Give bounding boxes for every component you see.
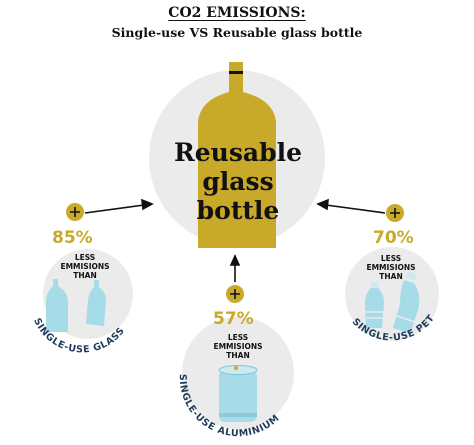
chart-title: CO2 EMISSIONS: (168, 5, 306, 21)
aluminium-percent: 57% (213, 309, 254, 329)
center-label-line: Reusable (173, 138, 302, 167)
center-label: Reusable glass bottle (158, 138, 318, 225)
arrow-icon (84, 198, 386, 282)
center-label-line: glass (202, 167, 274, 196)
aluminium-can-icon (218, 365, 258, 422)
reusable-bottle-icon (198, 62, 276, 248)
center-label-line: bottle (196, 196, 280, 225)
glass-percent: 85% (52, 228, 93, 248)
pet-percent: 70% (373, 228, 414, 248)
plus-badge-icon (66, 203, 404, 303)
glass-bottles-icon (46, 279, 106, 332)
chart-subtitle: Single-use VS Reusable glass bottle (111, 25, 363, 40)
pet-bottles-icon (365, 270, 420, 334)
